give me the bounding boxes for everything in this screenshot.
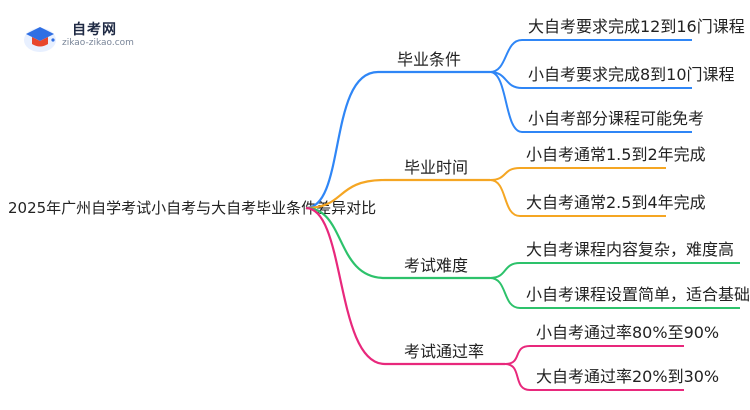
branch-4-child-1-connector <box>504 345 531 365</box>
branch-1-child-2: 小自考要求完成8到10门课程 <box>528 65 735 84</box>
branch-1-connector <box>305 70 379 210</box>
branch-2-child-1: 小自考通常1.5到2年完成 <box>526 145 706 164</box>
branch-4-child-1: 小自考通过率80%至90% <box>536 323 719 342</box>
branch-4-label: 考试通过率 <box>404 342 484 361</box>
root-topic: 2025年广州自学考试小自考与大自考毕业条件差异对比 <box>8 199 376 217</box>
logo-graduation-icon <box>24 27 56 52</box>
branch-2-child-2: 大自考通常2.5到4年完成 <box>526 193 706 212</box>
branch-2-child-2-connector <box>489 179 521 217</box>
branch-2-label: 毕业时间 <box>404 158 468 177</box>
branch-1-child-3: 小自考部分课程可能免考 <box>528 109 704 128</box>
branch-3-connector <box>305 206 386 280</box>
branch-4-connector <box>305 206 386 366</box>
branch-2-child-1-connector <box>489 167 521 181</box>
site-logo[interactable]: 自考网 zikao-zikao.com <box>22 16 142 56</box>
branch-3-child-2: 小自考课程设置简单，适合基础较弱考生 <box>526 285 750 304</box>
branch-1-child-3-connector <box>489 71 523 133</box>
branch-3-child-1: 大自考课程内容复杂，难度高 <box>526 240 734 259</box>
logo-name: 自考网 <box>72 22 117 38</box>
branch-3-label: 考试难度 <box>404 256 468 275</box>
branch-2-connector <box>305 178 386 210</box>
branch-3-child-1-connector <box>489 262 521 279</box>
branch-1-child-1: 大自考要求完成12到16门课程 <box>528 17 745 36</box>
branch-4-child-2: 大自考通过率20%到30% <box>536 367 719 386</box>
branch-3-child-2-connector <box>489 277 521 309</box>
branch-4-child-2-connector <box>504 363 531 391</box>
branch-1-label: 毕业条件 <box>397 50 461 69</box>
branch-1-child-1-connector <box>489 39 523 73</box>
logo-url: zikao-zikao.com <box>62 38 134 48</box>
